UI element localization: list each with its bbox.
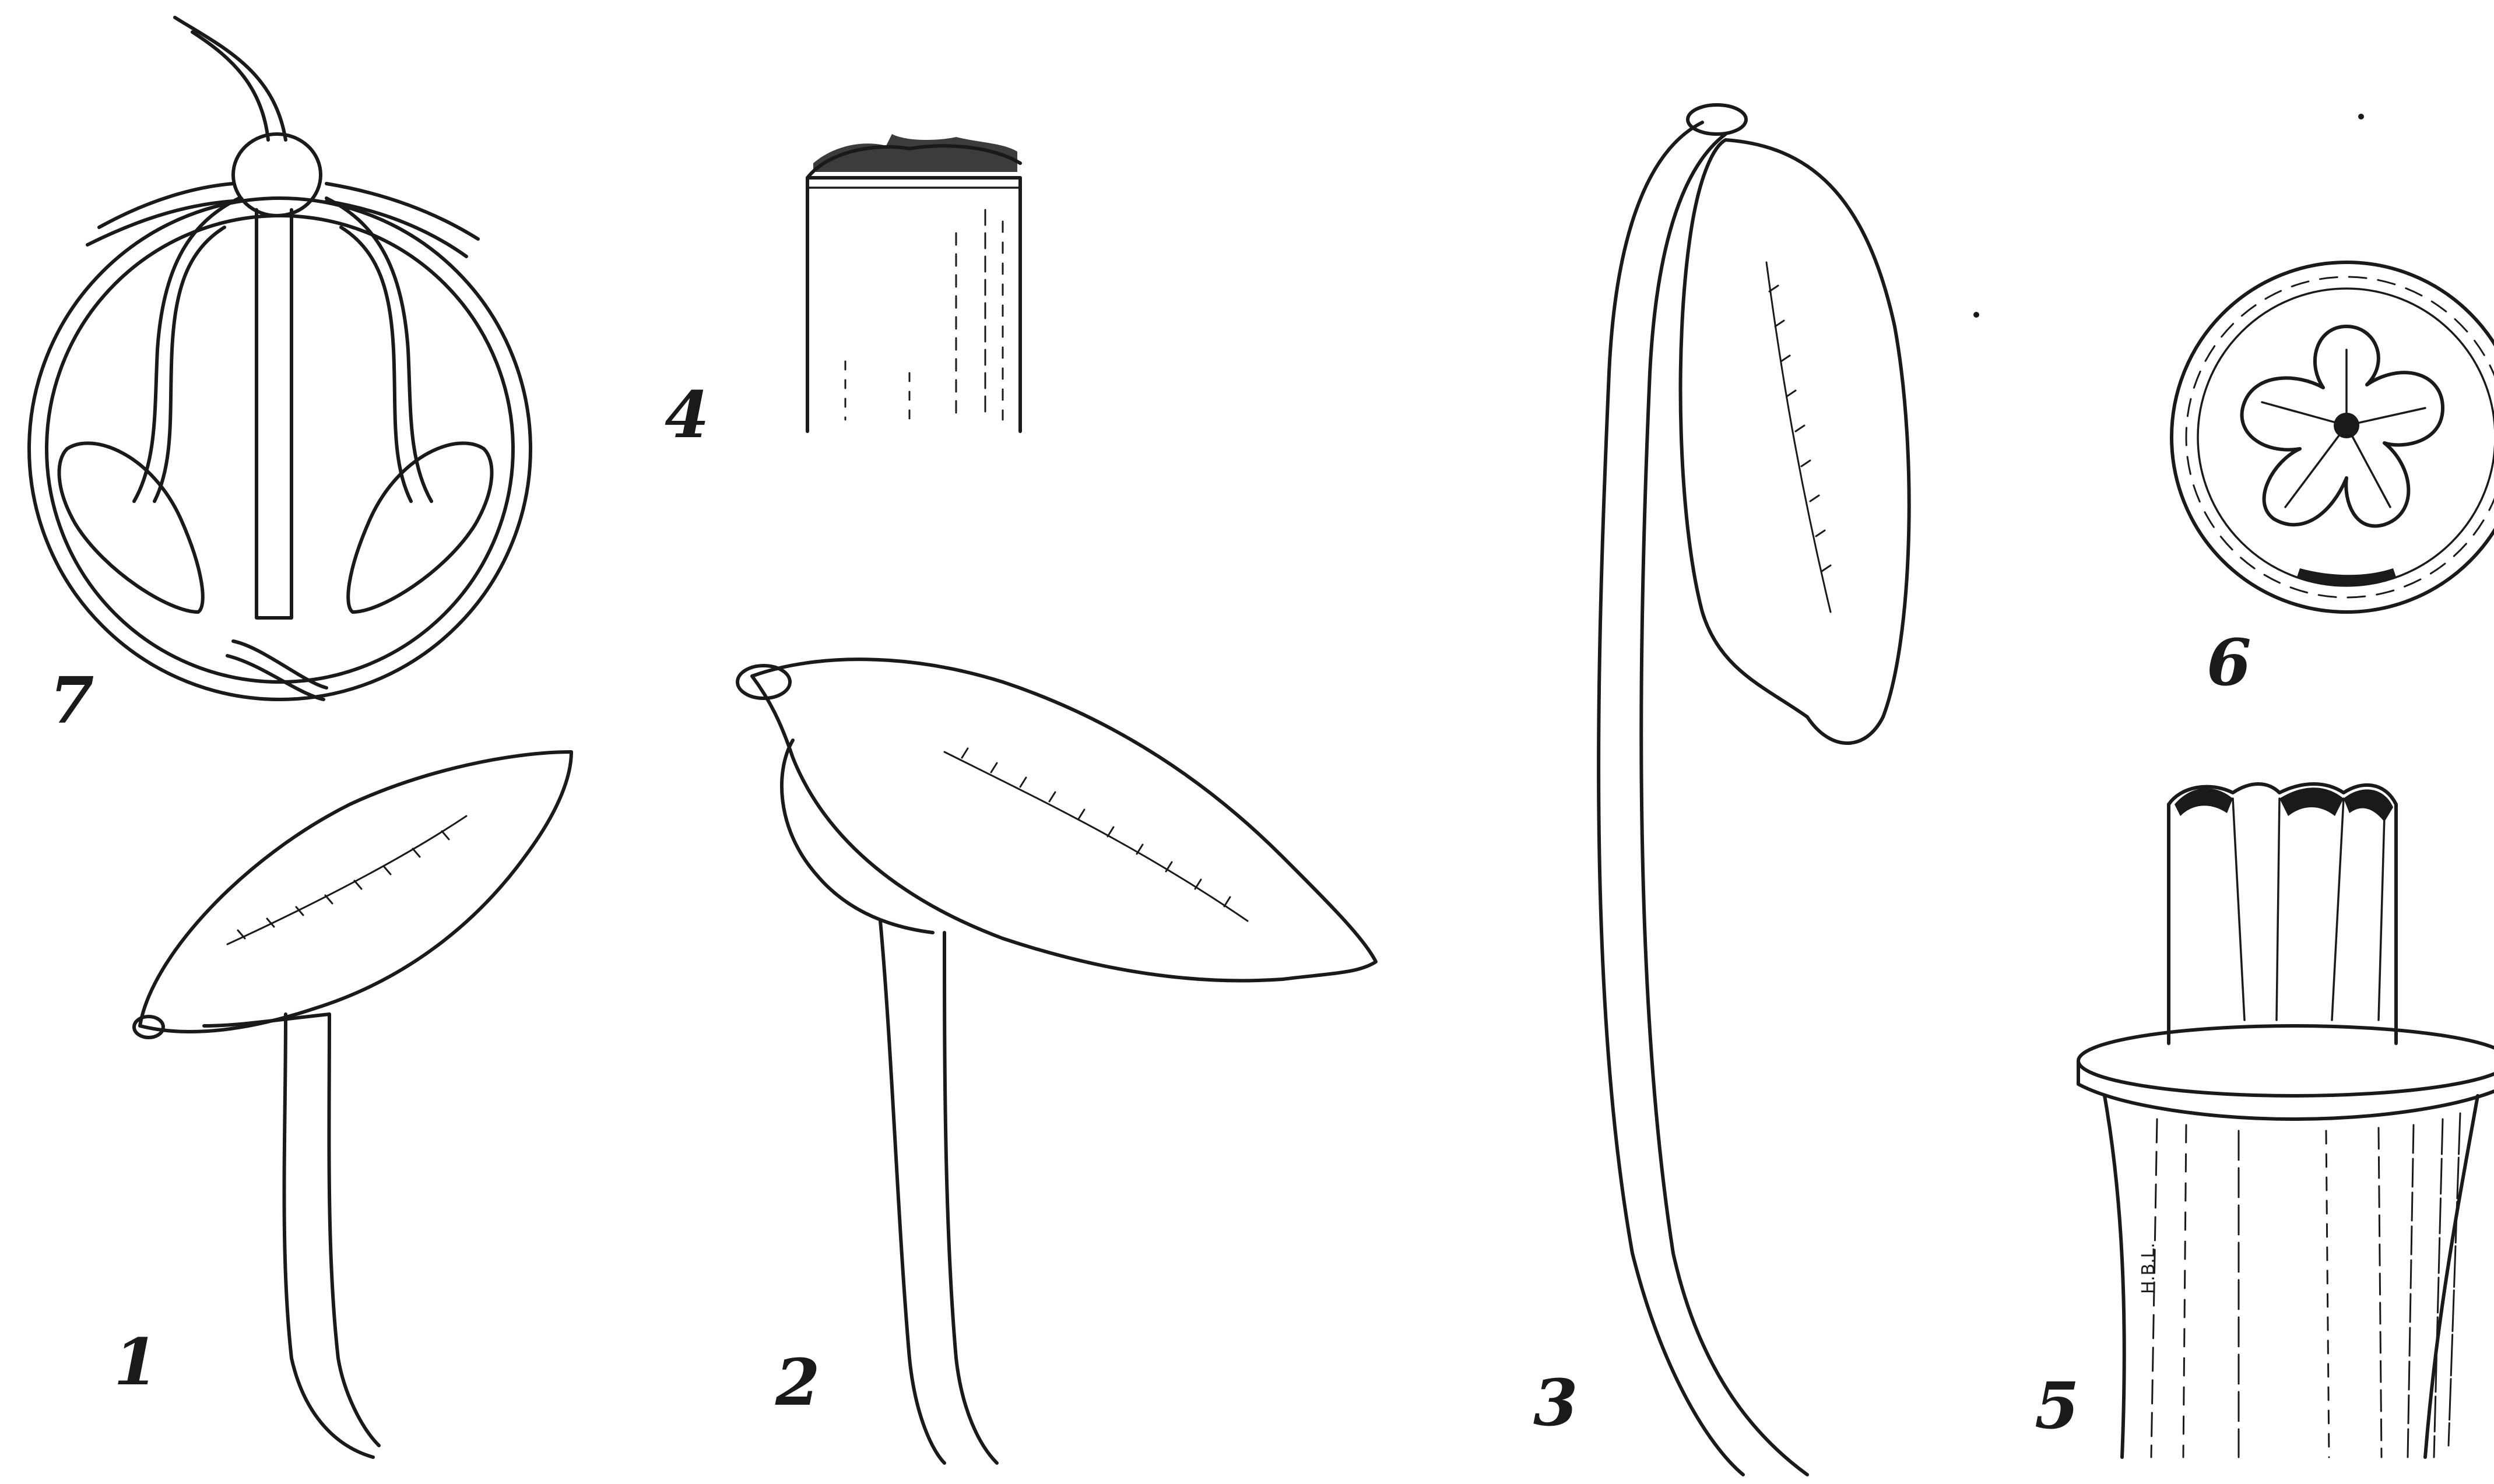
figure-label-6: 6 <box>2207 625 2251 700</box>
speck <box>2358 114 2364 119</box>
figure-label-4: 4 <box>665 377 709 452</box>
figure-1-stamen: 1 <box>114 752 571 1457</box>
figure-4-tube-top: 4 <box>665 134 1020 452</box>
figure-3-stamen: 3 <box>1533 105 1909 1475</box>
figure-6-cross-section: 6 <box>2172 262 2494 700</box>
figure-label-1: 1 <box>114 1324 159 1399</box>
figure-7-flower-section: 7 <box>29 17 531 738</box>
figure-label-3: 3 <box>1533 1365 1578 1440</box>
figure-5-style-base: H.B.L. 5 <box>2035 784 2494 1457</box>
figure-2-stamen: 2 <box>737 659 1376 1463</box>
figure-label-5: 5 <box>2035 1368 2079 1443</box>
figure-label-2: 2 <box>775 1345 820 1420</box>
figure-5-tube-hatching <box>2151 1113 2460 1457</box>
speck <box>1973 312 1979 318</box>
figure-label-7: 7 <box>50 663 94 738</box>
artist-initials: H.B.L. <box>2138 1243 2159 1294</box>
